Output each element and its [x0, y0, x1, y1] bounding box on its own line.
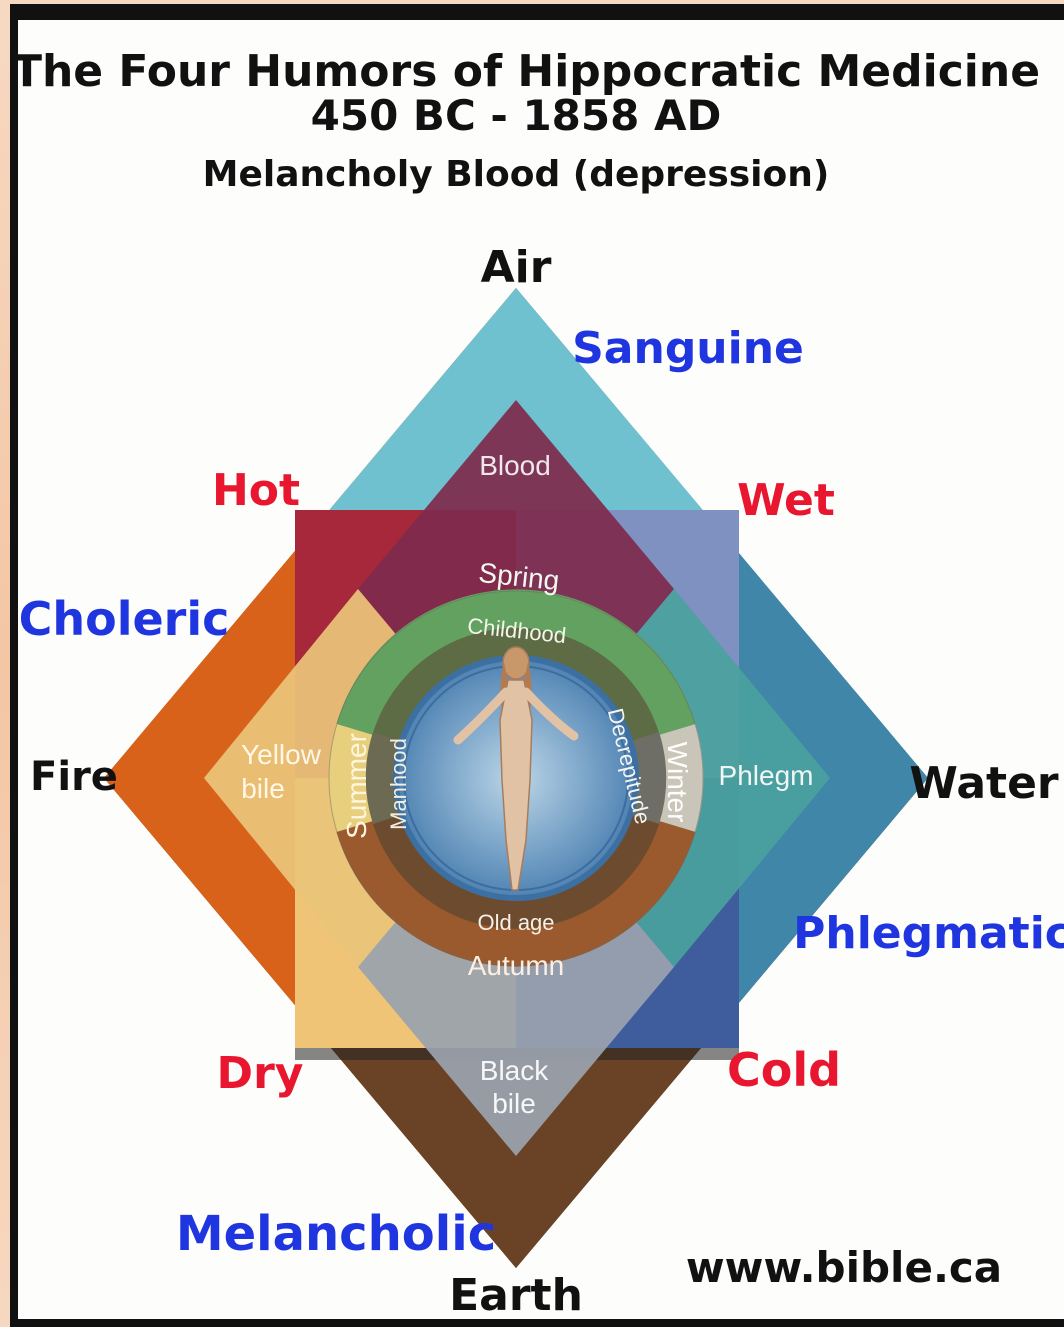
age-old-age: Old age [477, 910, 554, 935]
humor-black-bile-line1: Black [480, 1055, 549, 1086]
four-humors-diagram: The Four Humors of Hippocratic Medicine … [18, 20, 1064, 1319]
temperament-melancholic: Melancholic [176, 1206, 496, 1262]
element-fire: Fire [30, 754, 118, 800]
website-url[interactable]: www.bible.ca [686, 1243, 1002, 1292]
humor-yellow-bile-line2: bile [241, 773, 285, 804]
element-air: Air [481, 242, 552, 293]
quality-hot: Hot [212, 465, 300, 516]
element-earth: Earth [449, 1270, 583, 1319]
humor-black-bile-line2: bile [492, 1088, 536, 1119]
humor-blood: Blood [479, 450, 551, 481]
season-summer: Summer [341, 733, 372, 839]
quality-wet: Wet [737, 475, 835, 526]
subtitle: Melancholy Blood (depression) [203, 154, 830, 195]
temperament-choleric: Choleric [19, 592, 230, 646]
temperament-sanguine: Sanguine [572, 323, 804, 374]
season-autumn: Autumn [468, 950, 565, 981]
humor-yellow-bile-line1: Yellow [241, 739, 322, 770]
humor-phlegm: Phlegm [719, 760, 814, 791]
diagram-panel: The Four Humors of Hippocratic Medicine … [18, 20, 1064, 1319]
title: The Four Humors of Hippocratic Medicine [18, 46, 1040, 97]
element-water: Water [909, 758, 1059, 809]
season-winter: Winter [662, 742, 693, 823]
age-manhood: Manhood [386, 738, 411, 830]
date-range: 450 BC - 1858 AD [311, 91, 722, 140]
temperament-phlegmatic: Phlegmatic [793, 908, 1064, 959]
quality-dry: Dry [217, 1048, 304, 1099]
quality-cold: Cold [727, 1043, 841, 1097]
